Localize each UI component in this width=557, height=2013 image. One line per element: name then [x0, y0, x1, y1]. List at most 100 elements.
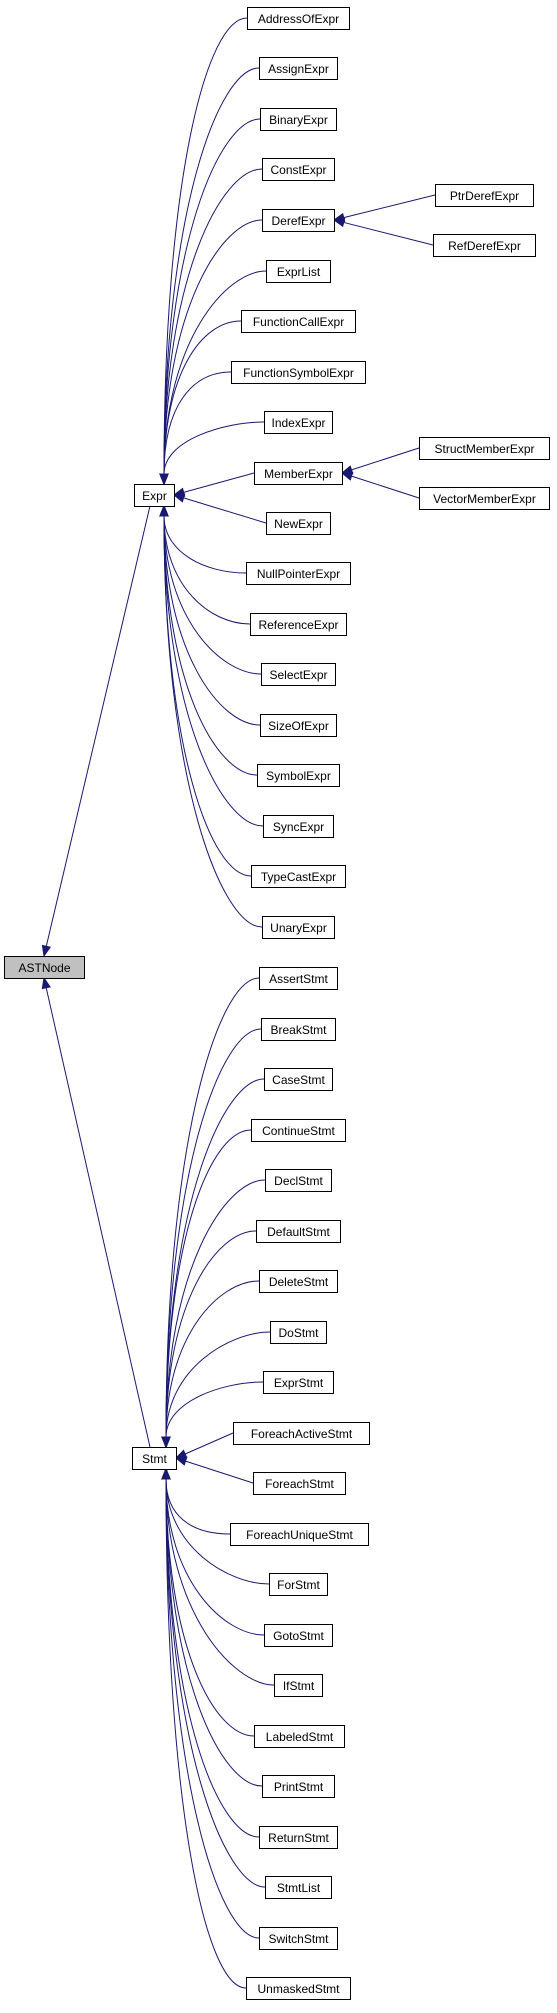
edge-line: [183, 472, 255, 493]
node-binary-expr[interactable]: BinaryExpr: [260, 108, 337, 131]
node-select-expr[interactable]: SelectExpr: [261, 663, 336, 686]
node-label: SymbolExpr: [266, 769, 331, 783]
node-struct-member-expr[interactable]: StructMemberExpr: [419, 437, 550, 460]
node-case-stmt[interactable]: CaseStmt: [264, 1068, 333, 1091]
edge-size-of-expr-to-expr: [159, 504, 261, 726]
node-goto-stmt[interactable]: GotoStmt: [264, 1624, 333, 1647]
arrowhead: [161, 1467, 171, 1480]
node-box: [260, 714, 337, 737]
node-foreach-active-stmt[interactable]: ForeachActiveStmt: [233, 1422, 370, 1445]
node-sync-expr[interactable]: SyncExpr: [263, 815, 334, 838]
node-label: NewExpr: [274, 517, 323, 531]
edge-line: [163, 17, 248, 475]
node-continue-stmt[interactable]: ContinueStmt: [251, 1119, 346, 1142]
edge-line: [183, 497, 267, 524]
node-label: DerefExpr: [271, 214, 325, 228]
node-for-stmt[interactable]: ForStmt: [269, 1573, 328, 1596]
node-const-expr[interactable]: ConstExpr: [262, 158, 335, 181]
node-box: [265, 1876, 332, 1899]
node-stmt[interactable]: Stmt: [132, 1447, 177, 1470]
node-symbol-expr[interactable]: SymbolExpr: [257, 764, 340, 787]
node-vector-member-expr[interactable]: VectorMemberExpr: [419, 487, 550, 510]
node-label: MemberExpr: [264, 467, 333, 481]
node-box: [419, 487, 550, 510]
node-foreach-unique-stmt[interactable]: ForeachUniqueStmt: [230, 1523, 369, 1546]
node-box: [254, 1725, 345, 1748]
node-do-stmt[interactable]: DoStmt: [270, 1321, 327, 1344]
node-label: TypeCastExpr: [261, 870, 336, 884]
node-delete-stmt[interactable]: DeleteStmt: [259, 1270, 338, 1293]
node-expr-stmt[interactable]: ExprStmt: [263, 1371, 334, 1394]
node-box: [264, 411, 333, 434]
edge-line: [165, 1280, 260, 1438]
node-box: [254, 462, 343, 485]
node-stmt-list[interactable]: StmtList: [265, 1876, 332, 1899]
edge-binary-expr-to-expr: [159, 118, 261, 486]
edge-line: [165, 1129, 252, 1438]
edge-if-stmt-to-stmt: [161, 1467, 275, 1686]
node-default-stmt[interactable]: DefaultStmt: [256, 1220, 341, 1243]
node-box: [269, 1573, 328, 1596]
node-unmasked-stmt[interactable]: UnmaskedStmt: [246, 1977, 351, 2000]
node-box: [4, 956, 85, 979]
node-size-of-expr[interactable]: SizeOfExpr: [260, 714, 337, 737]
node-box: [241, 310, 356, 333]
node-label: UnmaskedStmt: [257, 1982, 340, 1996]
edge-line: [163, 515, 251, 625]
node-function-symbol-expr[interactable]: FunctionSymbolExpr: [231, 361, 366, 384]
node-ptr-deref-expr[interactable]: PtrDerefExpr: [435, 184, 534, 207]
node-member-expr[interactable]: MemberExpr: [254, 462, 343, 485]
node-break-stmt[interactable]: BreakStmt: [261, 1018, 336, 1041]
node-box: [419, 437, 550, 460]
node-new-expr[interactable]: NewExpr: [266, 512, 331, 535]
edge-ptr-deref-expr-to-deref-expr: [332, 194, 436, 223]
edge-index-expr-to-expr: [159, 421, 265, 486]
node-print-stmt[interactable]: PrintStmt: [262, 1775, 335, 1798]
node-box: [132, 1447, 177, 1470]
node-function-call-expr[interactable]: FunctionCallExpr: [241, 310, 356, 333]
node-label: StructMemberExpr: [434, 442, 534, 456]
node-null-pointer-expr[interactable]: NullPointerExpr: [246, 562, 351, 585]
edge-line: [163, 515, 263, 928]
node-if-stmt[interactable]: IfStmt: [274, 1674, 323, 1697]
node-type-cast-expr[interactable]: TypeCastExpr: [251, 865, 346, 888]
arrowhead: [332, 217, 346, 228]
node-label: ReferenceExpr: [258, 618, 338, 632]
edge-line: [163, 515, 261, 726]
edge-line: [184, 1432, 234, 1455]
edge-select-expr-to-expr: [159, 504, 262, 675]
node-ast-node[interactable]: ASTNode: [4, 956, 85, 979]
node-assert-stmt[interactable]: AssertStmt: [259, 967, 338, 990]
node-label: DeleteStmt: [269, 1275, 329, 1289]
edge-line: [165, 1230, 257, 1438]
node-box: [259, 967, 338, 990]
edge-line: [165, 1478, 275, 1686]
node-index-expr[interactable]: IndexExpr: [264, 411, 333, 434]
edge-continue-stmt-to-stmt: [161, 1129, 252, 1449]
node-switch-stmt[interactable]: SwitchStmt: [259, 1927, 338, 1950]
edge-line: [343, 221, 434, 246]
node-label: LabeledStmt: [266, 1730, 334, 1744]
node-label: Stmt: [142, 1452, 167, 1466]
node-decl-stmt[interactable]: DeclStmt: [265, 1169, 332, 1192]
edge-stmt-to-ast-node: [41, 976, 151, 1448]
node-expr-list[interactable]: ExprList: [266, 260, 331, 283]
node-address-of-expr[interactable]: AddressOfExpr: [247, 7, 350, 30]
node-label: ReturnStmt: [268, 1831, 329, 1845]
node-assign-expr[interactable]: AssignExpr: [259, 57, 338, 80]
node-deref-expr[interactable]: DerefExpr: [262, 209, 335, 232]
node-box: [274, 1674, 323, 1697]
edge-struct-member-expr-to-member-expr: [340, 447, 420, 475]
edge-line: [165, 1478, 247, 1989]
edge-labeled-stmt-to-stmt: [161, 1467, 255, 1737]
node-unary-expr[interactable]: UnaryExpr: [262, 916, 335, 939]
node-return-stmt[interactable]: ReturnStmt: [259, 1826, 338, 1849]
edge-assign-expr-to-expr: [159, 67, 260, 486]
nodes-layer: ASTNodeExprStmtAddressOfExprAssignExprBi…: [4, 7, 550, 2000]
node-foreach-stmt[interactable]: ForeachStmt: [253, 1472, 346, 1495]
node-reference-expr[interactable]: ReferenceExpr: [250, 613, 347, 636]
node-labeled-stmt[interactable]: LabeledStmt: [254, 1725, 345, 1748]
node-expr[interactable]: Expr: [134, 484, 175, 507]
node-ref-deref-expr[interactable]: RefDerefExpr: [433, 234, 536, 257]
node-box: [263, 1371, 334, 1394]
